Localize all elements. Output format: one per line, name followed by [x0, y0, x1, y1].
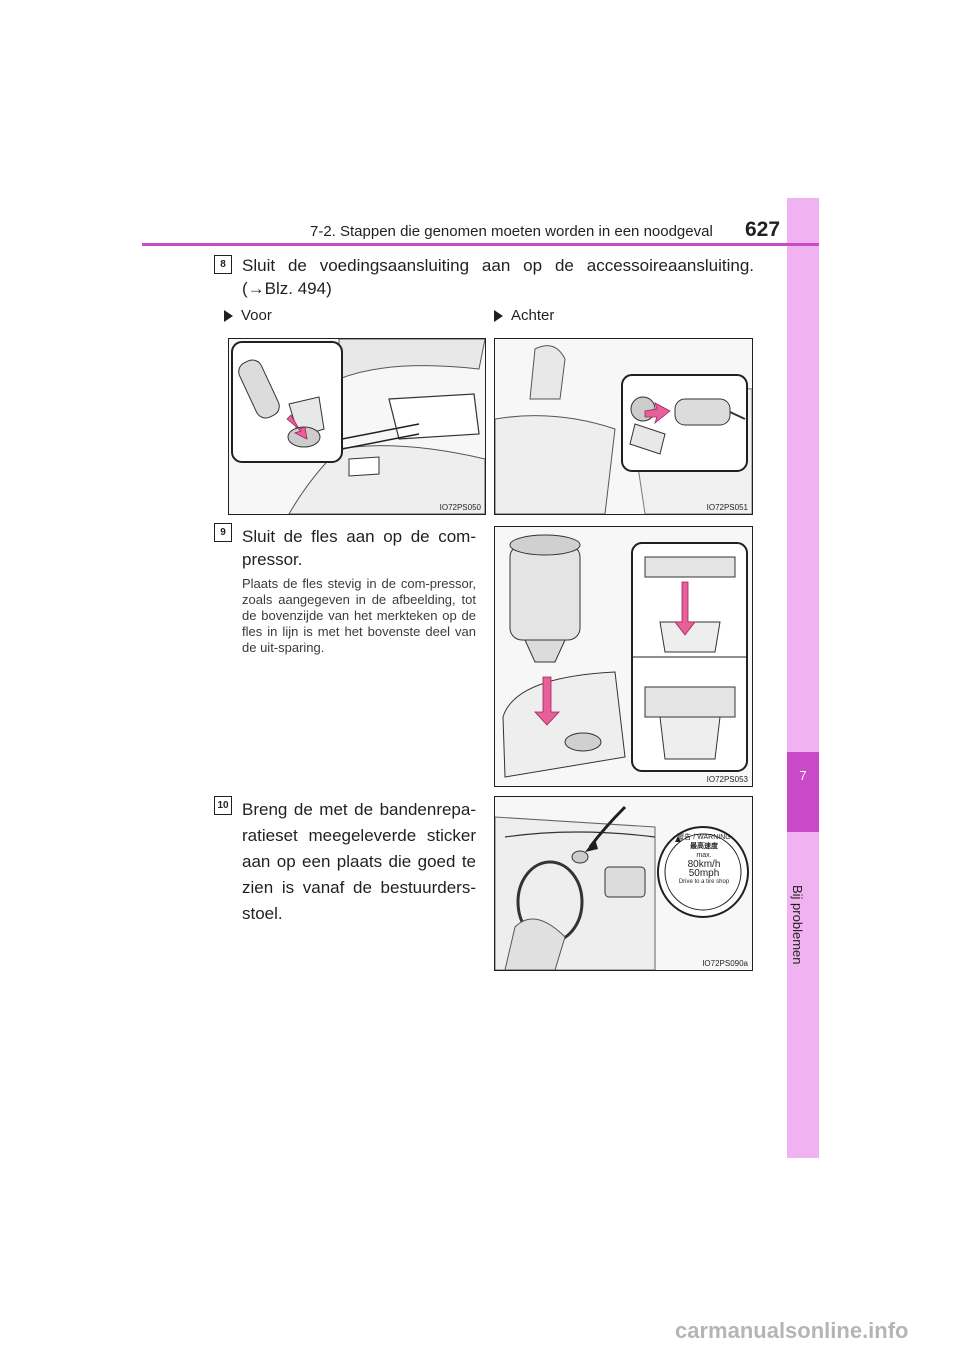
sticker-line2: max. [696, 852, 712, 859]
sticker-line1: 最高速度 [690, 843, 718, 850]
step-number-8: 8 [214, 255, 232, 274]
image-code-bottle: IO72PS053 [706, 775, 748, 784]
page-number: 627 [745, 218, 781, 241]
sticker-text: 警告 / WARNING 最高速度 max. 80km/h 50mph Driv… [663, 833, 745, 887]
illustration-front-socket: IO72PS050 [228, 338, 486, 515]
image-code-front: IO72PS050 [439, 503, 481, 512]
option-rear: Achter [494, 307, 554, 324]
option-rear-label: Achter [511, 307, 555, 324]
step-8-line2: (→Blz. 494) [242, 279, 332, 298]
chapter-side-tab [787, 198, 819, 1158]
step-8-line1: Sluit de voedingsaansluiting aan op de a… [242, 256, 754, 275]
illustration-sticker: 警告 / WARNING 最高速度 max. 80km/h 50mph Driv… [494, 796, 753, 971]
option-front: Voor [224, 307, 272, 324]
image-code-sticker: IO72PS090a [702, 959, 748, 968]
sticker-warning: 警告 / WARNING [677, 834, 731, 841]
watermark: carmanualsonline.info [675, 1318, 909, 1343]
option-front-label: Voor [241, 307, 272, 324]
triangle-bullet-icon [224, 310, 233, 323]
image-code-rear: IO72PS051 [706, 503, 748, 512]
section-title: 7-2. Stappen die genomen moeten worden i… [310, 223, 713, 240]
sticker-speed-mph: 50mph [688, 868, 720, 879]
chapter-number: 7 [799, 768, 807, 783]
triangle-bullet-icon [494, 310, 503, 323]
illustration-bottle-compressor: IO72PS053 [494, 526, 753, 787]
step-8-text: Sluit de voedingsaansluiting aan op de a… [242, 254, 754, 300]
sticker-bottom: Drive to a tire shop [678, 879, 730, 885]
step-9-note: Plaats de fles stevig in de com-pressor,… [242, 576, 476, 655]
header-rule [142, 243, 819, 246]
step-number-9: 9 [214, 523, 232, 542]
sticker-speed-kmh: 80km/h [687, 859, 721, 870]
chapter-name: Bij problemen [790, 885, 805, 965]
illustration-rear-socket: IO72PS051 [494, 338, 753, 515]
chapter-number-tab [787, 752, 819, 832]
step-9-text: Sluit de fles aan op de com-pressor. [242, 527, 476, 569]
step-number-10: 10 [214, 796, 232, 815]
step-10-text: Breng de met de bandenrepa-ratieset meeg… [242, 800, 476, 923]
